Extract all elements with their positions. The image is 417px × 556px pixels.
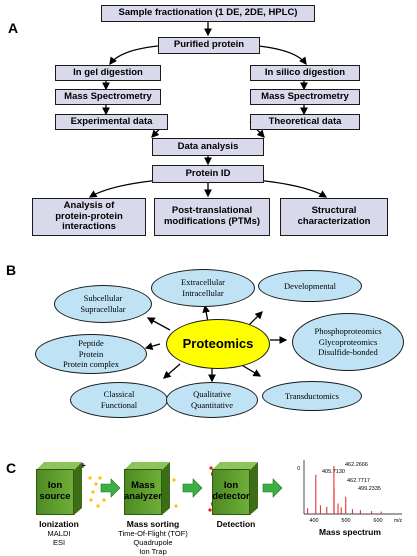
node-extracellular-line-1: Extracellular: [181, 277, 225, 288]
node-subcellular-line-2: Supracellular: [80, 304, 126, 314]
node-proteomics-center: Proteomics: [166, 319, 270, 369]
node-phospho-line-1: Phosphoproteomics: [314, 326, 382, 337]
mass-sorting-item-1: Time-Of-Flight (TOF): [118, 529, 188, 539]
node-classical-line-1: Classical: [103, 389, 135, 400]
spectrum-y-marker: 0: [297, 466, 300, 472]
node-transductomics-line-1: Transductomics: [285, 390, 339, 401]
node-peptide-line-1: Peptide: [78, 338, 104, 349]
structural-characterization-box: Structural characterization: [280, 198, 388, 236]
node-phospho-line-2: Glycoproteomics: [318, 336, 378, 347]
ion-detector-line-2: detector: [212, 491, 250, 502]
mass-sorting-item-3: Ion Trap: [139, 547, 167, 556]
sample-fractionation-box: Sample fractionation (1 DE, 2DE, HPLC): [101, 5, 315, 22]
panel-label-b: B: [6, 262, 17, 278]
mass-sorting-caption: Mass sorting Time-Of-Flight (TOF) Quadru…: [108, 519, 198, 556]
panel-label-c: C: [6, 460, 17, 476]
ion-detector-line-1: Ion: [223, 480, 239, 492]
peak-label-1: 462.2666: [345, 462, 368, 468]
node-developmental: Developmental: [258, 270, 362, 302]
x-tick-600: 600: [373, 518, 382, 524]
outcome-3-line-1: Structural: [311, 205, 357, 217]
outcome-2-line-2: modifications (PTMs): [163, 216, 261, 227]
outcome-3-line-2: characterization: [297, 216, 371, 227]
ion-source-line-2: source: [39, 491, 71, 502]
node-extracellular-line-2: Intracellular: [182, 288, 224, 298]
node-classical-line-2: Functional: [100, 400, 138, 410]
peak-label-2: 405.7130: [322, 469, 345, 475]
outcome-1-line-3: interactions: [62, 221, 116, 233]
node-subcellular-line-1: Subcellular: [83, 293, 123, 304]
node-transductomics: Transductomics: [262, 381, 362, 411]
protein-id-box: Protein ID: [152, 165, 264, 183]
node-subcellular: Subcellular Supracellular: [54, 285, 152, 323]
node-peptide-line-3: Protein complex: [63, 359, 119, 370]
mass-analyzer-line-2: analyzer: [123, 491, 163, 502]
ionization-item-1: MALDI: [47, 529, 71, 539]
ptm-box: Post-translational modifications (PTMs): [154, 198, 270, 236]
theoretical-data-box: Theoretical data: [250, 114, 360, 130]
node-extracellular: Extracellular Intracellular: [151, 269, 255, 307]
protein-interactions-box: Analysis of protein-protein interactions: [32, 198, 146, 236]
x-tick-400: 400: [309, 518, 318, 524]
mass-sorting-title: Mass sorting: [126, 519, 180, 529]
peak-label-4: 499.2335: [358, 486, 381, 492]
outcome-1-line-1: Analysis of: [63, 199, 115, 211]
outcome-1-line-2: protein-protein: [55, 210, 123, 222]
mass-sorting-item-2: Quadrupole: [133, 538, 173, 548]
ionization-title: Ionization: [39, 519, 79, 529]
x-unit: m/z: [394, 518, 403, 524]
spectrum-title: Mass spectrum: [319, 527, 381, 537]
node-phosphoproteomics: Phosphoproteomics Glycoproteomics Disulf…: [292, 313, 404, 371]
in-gel-digestion-box: In gel digestion: [55, 65, 161, 81]
experimental-data-box: Experimental data: [55, 114, 168, 130]
node-peptide: Peptide Protein Protein complex: [35, 334, 147, 374]
node-phospho-line-3: Disulfide-bonded: [318, 347, 378, 358]
ionization-caption: Ionization MALDI ESI: [28, 519, 90, 547]
spectrum-caption: Mass spectrum: [292, 527, 408, 537]
ion-source-line-1: Ion: [47, 480, 63, 492]
x-tick-500: 500: [341, 518, 350, 524]
node-qualitative: Qualitative Quantitative: [166, 382, 258, 418]
ion-detector-cube: Ion detector: [212, 462, 258, 515]
outcome-2-line-1: Post-translational: [171, 205, 253, 217]
mass-analyzer-line-1: Mass: [131, 480, 155, 492]
panel-label-a: A: [8, 20, 19, 36]
node-qualitative-line-2: Quantitative: [190, 400, 233, 410]
detection-title: Detection: [216, 519, 256, 529]
ionization-item-2: ESI: [52, 538, 66, 548]
mass-spectrum-plot: 0 462.2666 405.7130 462.7717 499.2335 40…: [297, 460, 403, 524]
mass-spectrometry-right-box: Mass Spectrometry: [250, 89, 360, 105]
mass-analyzer-cube: Mass analyzer: [124, 462, 170, 515]
purified-protein-box: Purified protein: [158, 37, 260, 54]
mass-spectrometry-left-box: Mass Spectrometry: [55, 89, 161, 105]
plus-sign: +: [80, 461, 86, 472]
node-qualitative-line-1: Qualitative: [193, 389, 231, 400]
spectrum-peaks: [307, 466, 382, 514]
detection-caption: Detection: [205, 519, 267, 529]
ion-source-cube: Ion source: [36, 462, 82, 515]
peak-label-3: 462.7717: [347, 478, 370, 484]
in-silico-digestion-box: In silico digestion: [250, 65, 360, 81]
node-classical: Classical Functional: [70, 382, 168, 418]
node-developmental-line-1: Developmental: [284, 280, 336, 291]
node-peptide-line-2: Protein: [78, 348, 104, 359]
data-analysis-box: Data analysis: [152, 138, 264, 156]
